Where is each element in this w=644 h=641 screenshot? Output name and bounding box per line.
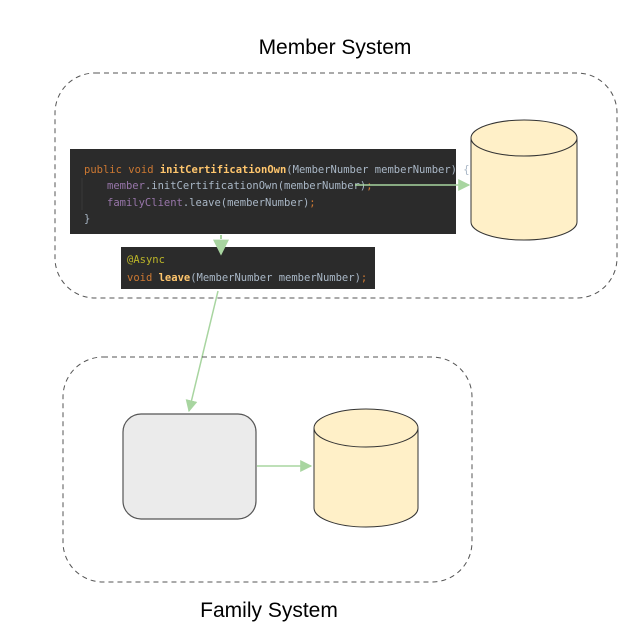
async-annotation: @Async (127, 254, 165, 266)
member-database-cylinder (470, 119, 578, 241)
family-service-box (122, 413, 257, 520)
async-method-signature: void leave(MemberNumber memberNumber); (127, 272, 367, 284)
code-line-3: familyClient.leave(memberNumber); (107, 197, 316, 209)
code-block-init-certification: public void initCertificationOwn(MemberN… (70, 149, 470, 234)
code-line-2: member.initCertificationOwn(memberNumber… (107, 180, 373, 192)
code-line-1: public void initCertificationOwn(MemberN… (84, 164, 470, 176)
code-block-async-leave: @Async void leave(MemberNumber memberNum… (121, 247, 375, 289)
family-system-title: Family System (200, 599, 338, 622)
member-system-boundary (54, 72, 618, 299)
family-system-boundary (62, 356, 473, 583)
arrow-to-family-service (185, 290, 219, 413)
code-line-4: } (84, 213, 90, 225)
family-database-cylinder (313, 408, 419, 528)
member-system-title: Member System (259, 36, 412, 59)
